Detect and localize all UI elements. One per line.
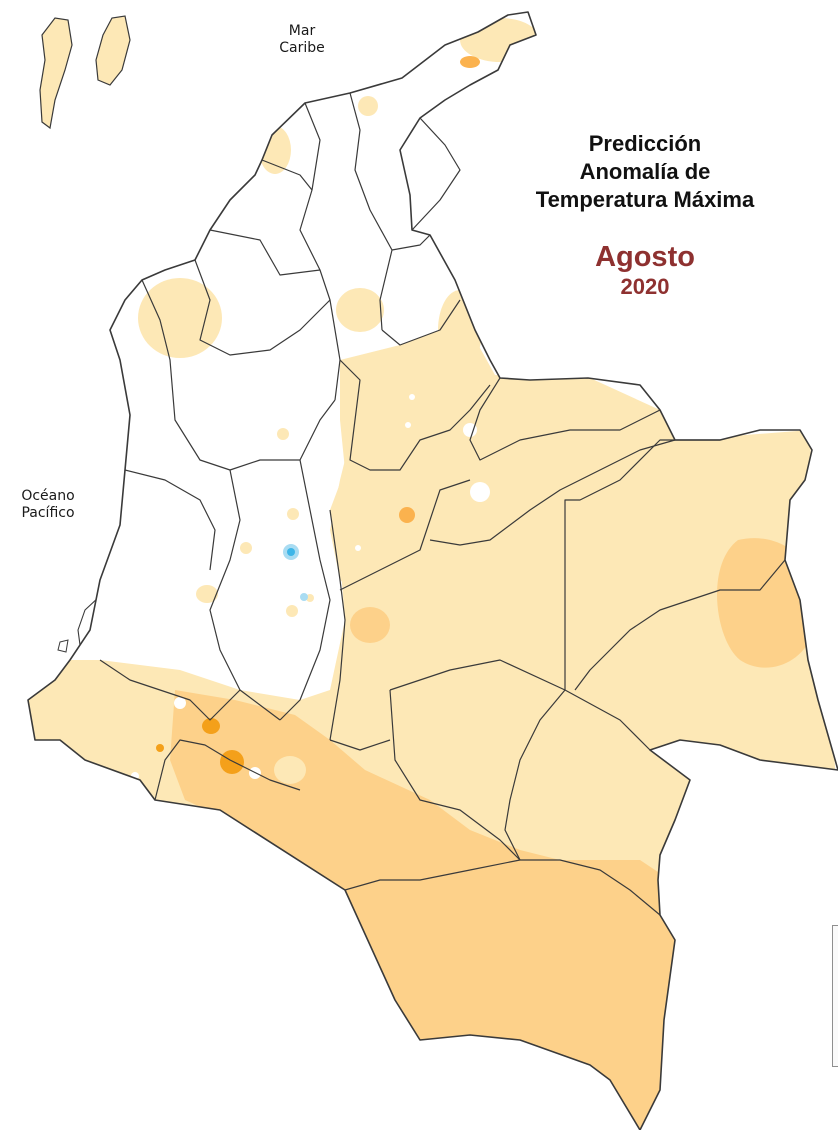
title-line1: Predicción — [588, 131, 702, 156]
patch-orange-3 — [460, 56, 480, 68]
sea-label-line2: Caribe — [279, 40, 325, 56]
patch-orange-4 — [156, 744, 164, 752]
zone-light-andes — [330, 345, 480, 600]
islet-pacific — [57, 639, 69, 653]
month-label: Agosto — [595, 241, 695, 273]
title-line3: Temperatura Máxima — [535, 187, 755, 212]
year-label: 2020 — [620, 274, 670, 299]
caribbean-sea-label: Mar Caribe — [272, 23, 332, 57]
patch-north-1 — [336, 288, 384, 332]
patch-orange-2 — [220, 750, 244, 774]
zone-medium-east — [717, 538, 819, 668]
patch-orange-1 — [202, 718, 220, 734]
patch-cool-2 — [300, 593, 308, 601]
patch-coast — [358, 96, 378, 116]
patch-medium-center — [350, 607, 390, 643]
pacific-ocean-label: Océano Pacífico — [12, 488, 84, 522]
ocean-label-line2: Pacífico — [21, 505, 75, 521]
patch-guajira — [460, 18, 540, 62]
ocean-label-line1: Océano — [21, 488, 75, 504]
title-block: Predicción Anomalía de Temperatura Máxim… — [520, 130, 770, 300]
patch-orange-5 — [399, 507, 415, 523]
sea-label-line1: Mar — [288, 23, 316, 39]
island-east — [95, 15, 131, 86]
patch-uraba — [138, 278, 222, 358]
island-west — [39, 17, 73, 130]
patch-cool-1-core — [287, 548, 295, 556]
zone-medium-south — [170, 690, 700, 1130]
legend-box-edge — [832, 925, 838, 1067]
title-line2: Anomalía de — [579, 159, 711, 184]
